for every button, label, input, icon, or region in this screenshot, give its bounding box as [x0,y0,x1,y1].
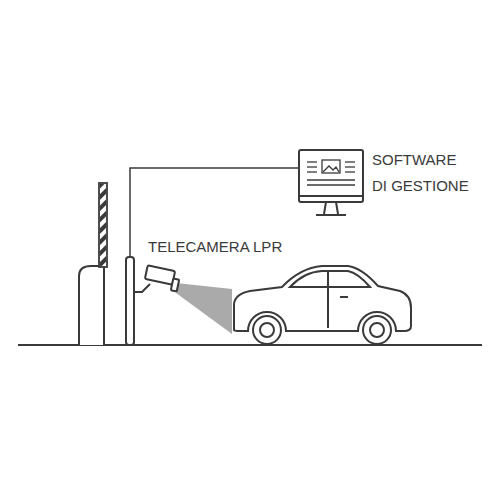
barrier-arm [99,183,107,267]
camera-post [126,257,134,345]
cable [129,234,131,257]
software-node: SOFTWARE DI GESTIONE [298,146,488,226]
camera-beam [176,283,232,334]
monitor-icon [299,150,363,215]
node-label: TELECAMERA LPR [148,234,286,260]
lpr-camera [134,265,179,292]
camera-node: TELECAMERA LPR [126,234,286,345]
car [234,266,411,344]
barrier-cabinet [79,266,104,345]
connector-line [130,168,298,234]
node-label: SOFTWARE DI GESTIONE [372,147,472,199]
